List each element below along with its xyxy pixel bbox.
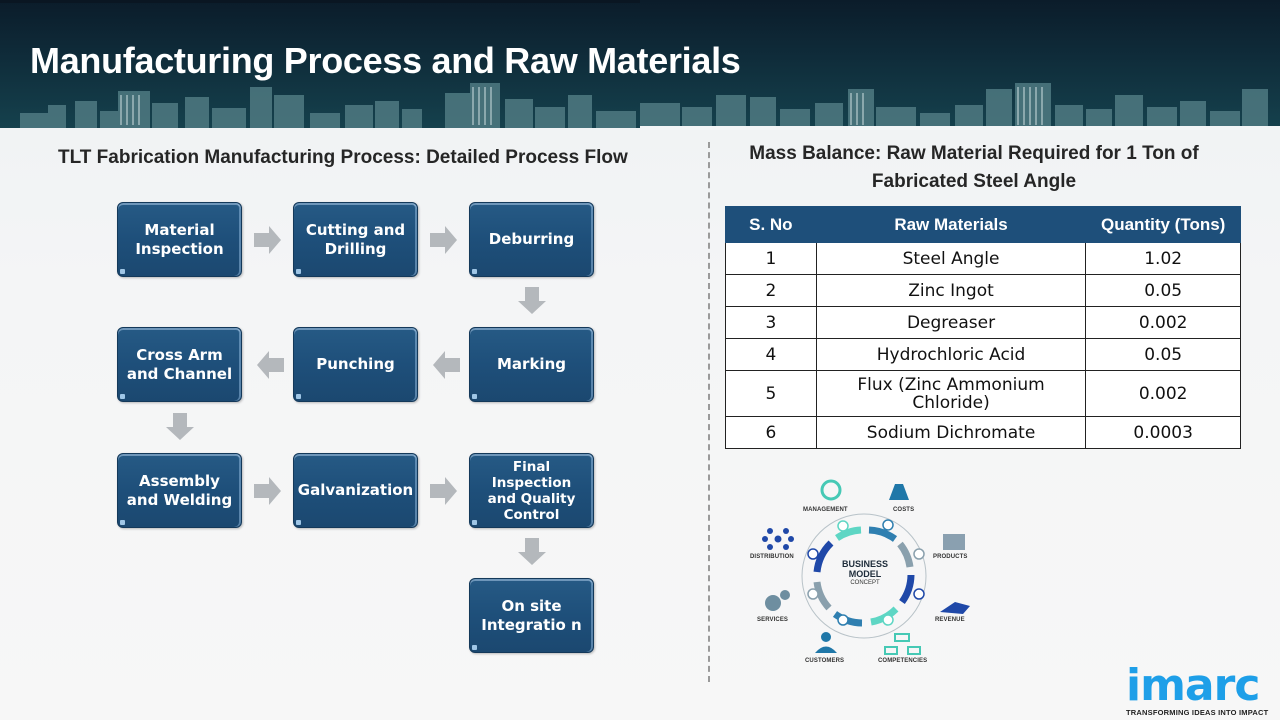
label-customers: CUSTOMERS	[805, 658, 845, 664]
process-step-marking: Marking	[469, 327, 594, 402]
header-notch	[640, 126, 1280, 130]
table-row: 2 Zinc Ingot 0.05	[725, 274, 1241, 307]
distribution-icon	[762, 528, 794, 550]
label-distribution: DISTRIBUTION	[750, 554, 794, 560]
process-step-assembly-welding: Assembly and Welding	[117, 453, 242, 528]
center-line3: CONCEPT	[850, 580, 880, 586]
cell-quantity: 0.0003	[1085, 416, 1241, 449]
arrow-down-icon	[518, 538, 546, 565]
mass-balance-title: Mass Balance: Raw Material Required for …	[718, 140, 1230, 196]
logo-tagline: TRANSFORMING IDEAS INTO IMPACT	[1126, 708, 1269, 717]
table-row: 5 Flux (Zinc Ammonium Chloride) 0.002	[725, 370, 1241, 417]
label-management: MANAGEMENT	[803, 507, 848, 513]
mass-balance-table: S. No Raw Materials Quantity (Tons) 1 St…	[725, 206, 1241, 449]
table-row: 3 Degreaser 0.002	[725, 306, 1241, 339]
cell-sno: 5	[725, 370, 817, 417]
table-row: 1 Steel Angle 1.02	[725, 242, 1241, 275]
process-step-galvanization: Galvanization	[293, 453, 418, 528]
column-header-sno: S. No	[725, 206, 817, 243]
table-row: 6 Sodium Dichromate 0.0003	[725, 416, 1241, 449]
cell-quantity: 0.002	[1085, 370, 1241, 417]
column-header-quantity: Quantity (Tons)	[1085, 206, 1241, 243]
header-banner: Manufacturing Process and Raw Materials	[0, 0, 1280, 128]
process-step-final-inspection: Final Inspection and Quality Control	[469, 453, 594, 528]
management-icon	[820, 479, 842, 501]
city-skyline-graphic	[20, 83, 1268, 128]
cell-material: Zinc Ingot	[815, 274, 1087, 307]
cell-quantity: 0.002	[1085, 306, 1241, 339]
services-icon	[765, 590, 790, 611]
cell-material: Flux (Zinc Ammonium Chloride)	[815, 370, 1087, 417]
cell-sno: 1	[725, 242, 817, 275]
competencies-icon	[884, 633, 921, 655]
process-step-punching: Punching	[293, 327, 418, 402]
process-flow-title: TLT Fabrication Manufacturing Process: D…	[58, 147, 628, 168]
cell-material: Hydrochloric Acid	[815, 338, 1087, 371]
process-step-cutting-drilling: Cutting and Drilling	[293, 202, 418, 277]
business-model-graphic: MANAGEMENT COSTS DISTRIBUTION PRODUCTS S…	[745, 472, 985, 672]
cell-quantity: 0.05	[1085, 274, 1241, 307]
cell-quantity: 1.02	[1085, 242, 1241, 275]
label-costs: COSTS	[893, 507, 915, 513]
arrow-right-icon	[254, 477, 281, 505]
business-model-ring	[762, 479, 970, 655]
cell-material: Steel Angle	[815, 242, 1087, 275]
label-competencies: COMPETENCIES	[878, 658, 928, 664]
costs-icon	[889, 484, 909, 500]
arrow-right-icon	[430, 477, 457, 505]
cell-sno: 3	[725, 306, 817, 339]
header-top-line	[0, 0, 640, 3]
customers-icon	[815, 632, 837, 653]
mass-balance-title-line2: Fabricated Steel Angle	[871, 171, 1077, 192]
column-header-raw-materials: Raw Materials	[815, 206, 1087, 243]
revenue-icon	[940, 602, 970, 614]
cell-sno: 6	[725, 416, 817, 449]
section-divider	[708, 142, 710, 682]
label-revenue: REVENUE	[935, 617, 965, 623]
process-step-onsite-integration: On site Integratio n	[469, 578, 594, 653]
logo-wordmark: imarc	[1126, 660, 1260, 711]
arrow-left-icon	[433, 351, 460, 379]
center-line2: MODEL	[848, 569, 882, 579]
cell-sno: 4	[725, 338, 817, 371]
arrow-right-icon	[430, 226, 457, 254]
center-line1: BUSINESS	[841, 559, 888, 569]
arrow-down-icon	[518, 287, 546, 314]
table-row: 4 Hydrochloric Acid 0.05	[725, 338, 1241, 371]
label-products: PRODUCTS	[933, 554, 968, 560]
cell-quantity: 0.05	[1085, 338, 1241, 371]
arrow-left-icon	[257, 351, 284, 379]
business-model-center: BUSINESS MODEL CONCEPT	[829, 559, 901, 587]
imarc-logo: imarc TRANSFORMING IDEAS INTO IMPACT	[1122, 652, 1272, 718]
cell-material: Sodium Dichromate	[815, 416, 1087, 449]
cell-material: Degreaser	[815, 306, 1087, 339]
arrow-right-icon	[254, 226, 281, 254]
process-step-material-inspection: Material Inspection	[117, 202, 242, 277]
cell-sno: 2	[725, 274, 817, 307]
process-step-deburring: Deburring	[469, 202, 594, 277]
page-title: Manufacturing Process and Raw Materials	[30, 40, 741, 81]
table-header-row: S. No Raw Materials Quantity (Tons)	[725, 206, 1241, 243]
mass-balance-title-line1: Mass Balance: Raw Material Required for …	[749, 143, 1199, 164]
process-step-cross-arm-channel: Cross Arm and Channel	[117, 327, 242, 402]
label-services: SERVICES	[757, 617, 789, 623]
arrow-down-icon	[166, 413, 194, 440]
products-icon	[943, 534, 965, 550]
